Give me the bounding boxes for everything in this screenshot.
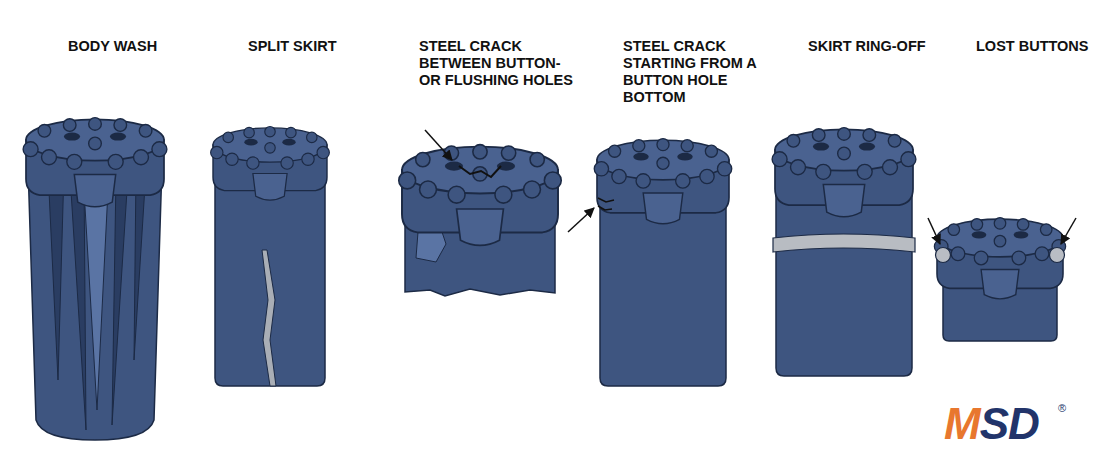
failure-label: STEEL CRACK BETWEEN BUTTON- OR FLUSHING … bbox=[419, 38, 584, 89]
split-skirt-bit bbox=[211, 126, 330, 386]
ring-off-bit bbox=[772, 128, 916, 376]
body-wash-bit bbox=[23, 118, 167, 440]
failure-label: STEEL CRACK STARTING FROM A BUTTON HOLE … bbox=[623, 38, 765, 106]
lost-buttons-bit bbox=[928, 218, 1076, 341]
crack-from-hole-bit bbox=[568, 139, 732, 386]
failure-label: SKIRT RING-OFF bbox=[808, 38, 948, 55]
failure-label: BODY WASH bbox=[68, 38, 198, 55]
failure-label: SPLIT SKIRT bbox=[248, 38, 378, 55]
logo-text: MSD bbox=[944, 400, 1039, 448]
registered-mark: ® bbox=[1058, 402, 1066, 414]
failure-label: LOST BUTTONS bbox=[976, 38, 1094, 55]
crack-between-holes-bit bbox=[399, 130, 562, 296]
